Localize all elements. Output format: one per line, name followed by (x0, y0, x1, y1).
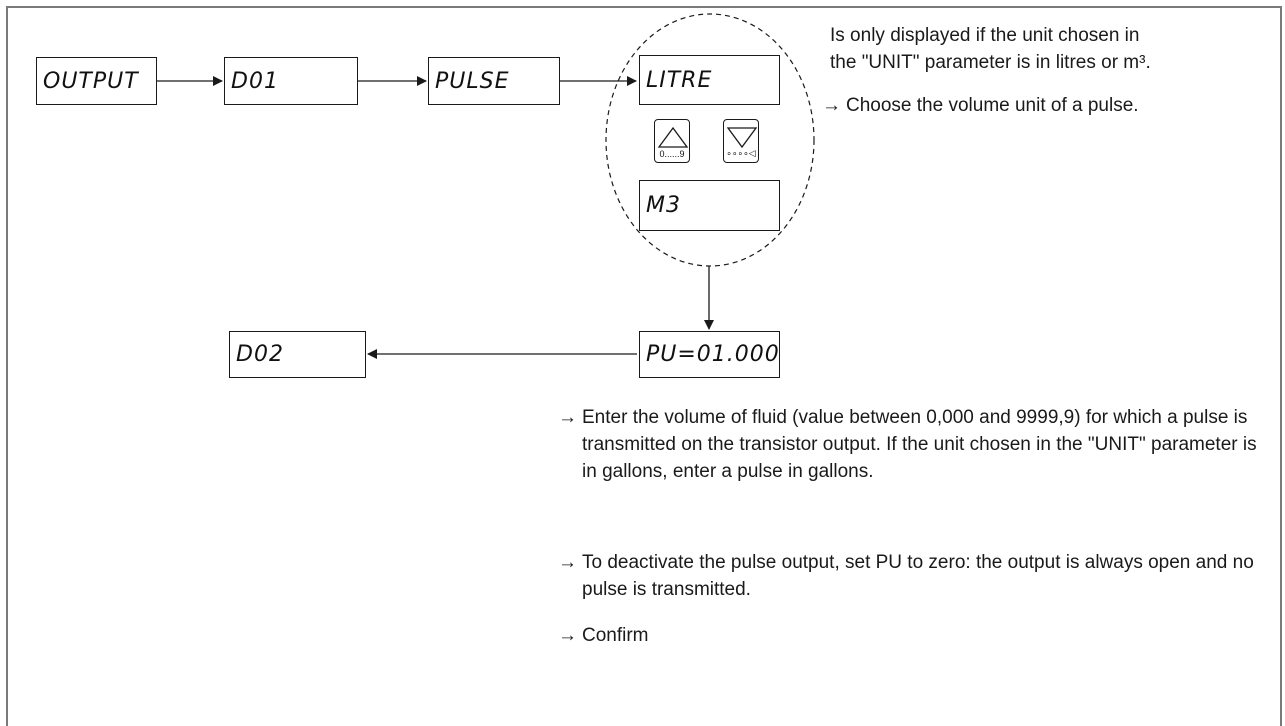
display-d01: D01 (224, 57, 358, 105)
enter-volume-note: → Enter the volume of fluid (value betwe… (558, 404, 1270, 485)
choose-unit-text: Choose the volume unit of a pulse. (846, 95, 1139, 116)
deactivate-note: → To deactivate the pulse output, set PU… (558, 549, 1270, 603)
display-d02: D02 (229, 331, 366, 378)
triangle-down-icon (726, 127, 758, 149)
optional-group-ellipse (605, 13, 815, 267)
display-litre: LITRE (639, 55, 780, 105)
down-key-button[interactable]: ∘∘∘∘◁ (723, 119, 759, 163)
right-arrow-icon: → (558, 625, 577, 646)
right-arrow-icon: → (558, 552, 577, 573)
display-pu: PU=01.000 (639, 331, 780, 378)
choose-unit-note: → Choose the volume unit of a pulse. (822, 92, 1272, 119)
right-arrow-icon: → (822, 95, 841, 116)
up-key-label: 0......9 (659, 149, 685, 159)
unit-note-line-1: Is only displayed if the unit chosen in (830, 25, 1140, 46)
display-pulse: PULSE (428, 57, 560, 105)
confirm-note: → Confirm (558, 622, 958, 649)
page-frame (6, 6, 1282, 726)
unit-note: Is only displayed if the unit chosen in … (830, 22, 1270, 76)
display-m3: M3 (639, 180, 780, 231)
triangle-up-icon (657, 126, 689, 148)
display-output: OUTPUT (36, 57, 157, 105)
down-key-label: ∘∘∘∘◁ (726, 148, 756, 158)
enter-volume-text: Enter the volume of fluid (value between… (582, 407, 1257, 482)
deactivate-text: To deactivate the pulse output, set PU t… (582, 552, 1254, 600)
unit-note-line-2: the "UNIT" parameter is in litres or m³. (830, 52, 1151, 73)
right-arrow-icon: → (558, 407, 577, 428)
up-key-button[interactable]: 0......9 (654, 119, 690, 163)
confirm-text: Confirm (582, 625, 649, 646)
